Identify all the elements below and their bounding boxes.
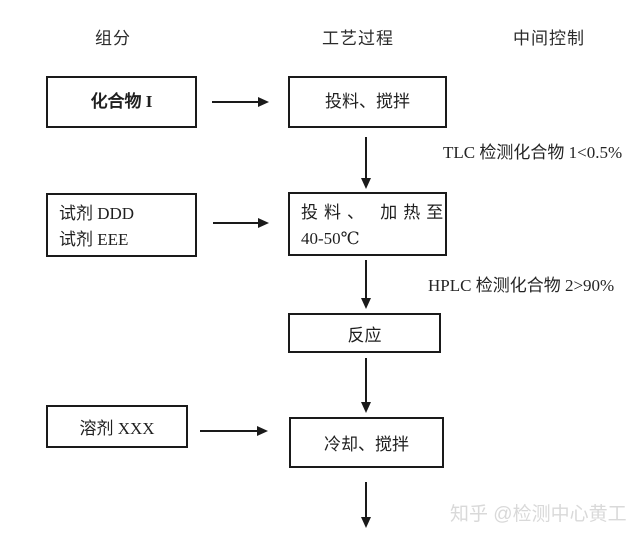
box-cool-stir: 冷却、搅拌 [289,417,444,468]
arrow-solvent-to-cool-stir [200,426,268,436]
box-feed-stir-label: 投料、搅拌 [325,91,410,111]
box-feed-heat: 投料、 加热至 40-50℃ [288,192,447,256]
column-header-intermediate-control: 中间控制 [513,29,585,48]
arrow-feed-heat-to-reaction [361,260,371,309]
zhihu-watermark: 知乎 @检测中心黄工 [450,504,627,525]
box-feed-stir: 投料、搅拌 [288,76,447,128]
box-reaction-label: 反应 [347,325,382,345]
box-cool-stir-label: 冷却、搅拌 [324,435,409,454]
box-compound-1-label: 化合物 I [90,91,153,111]
column-header-process: 工艺过程 [322,29,394,48]
box-compound-1: 化合物 I [46,76,197,128]
arrow-reaction-to-cool-stir [361,358,371,413]
box-solvent: 溶剂 XXX [46,405,188,448]
arrow-cool-stir-down [361,482,371,528]
box-feed-heat-line1: 投料、 加热至 [301,203,450,222]
box-feed-heat-line2: 40-50℃ [301,229,360,248]
box-solvent-label: 溶剂 XXX [79,419,155,438]
box-reagents-line1: 试剂 DDD [59,204,135,223]
box-reagents-line2: 试剂 EEE [59,230,129,249]
annotation-tlc-control: TLC 检测化合物 1<0.5% [443,143,623,162]
arrow-feed-stir-to-feed-heat [361,137,371,189]
annotation-hplc-control: HPLC 检测化合物 2>90% [428,276,615,295]
arrow-compound1-to-feed-stir [212,97,269,107]
arrow-reagents-to-feed-heat [213,218,269,228]
column-header-components: 组分 [95,29,131,48]
box-reaction: 反应 [288,313,441,353]
box-reagents: 试剂 DDD 试剂 EEE [46,193,197,257]
